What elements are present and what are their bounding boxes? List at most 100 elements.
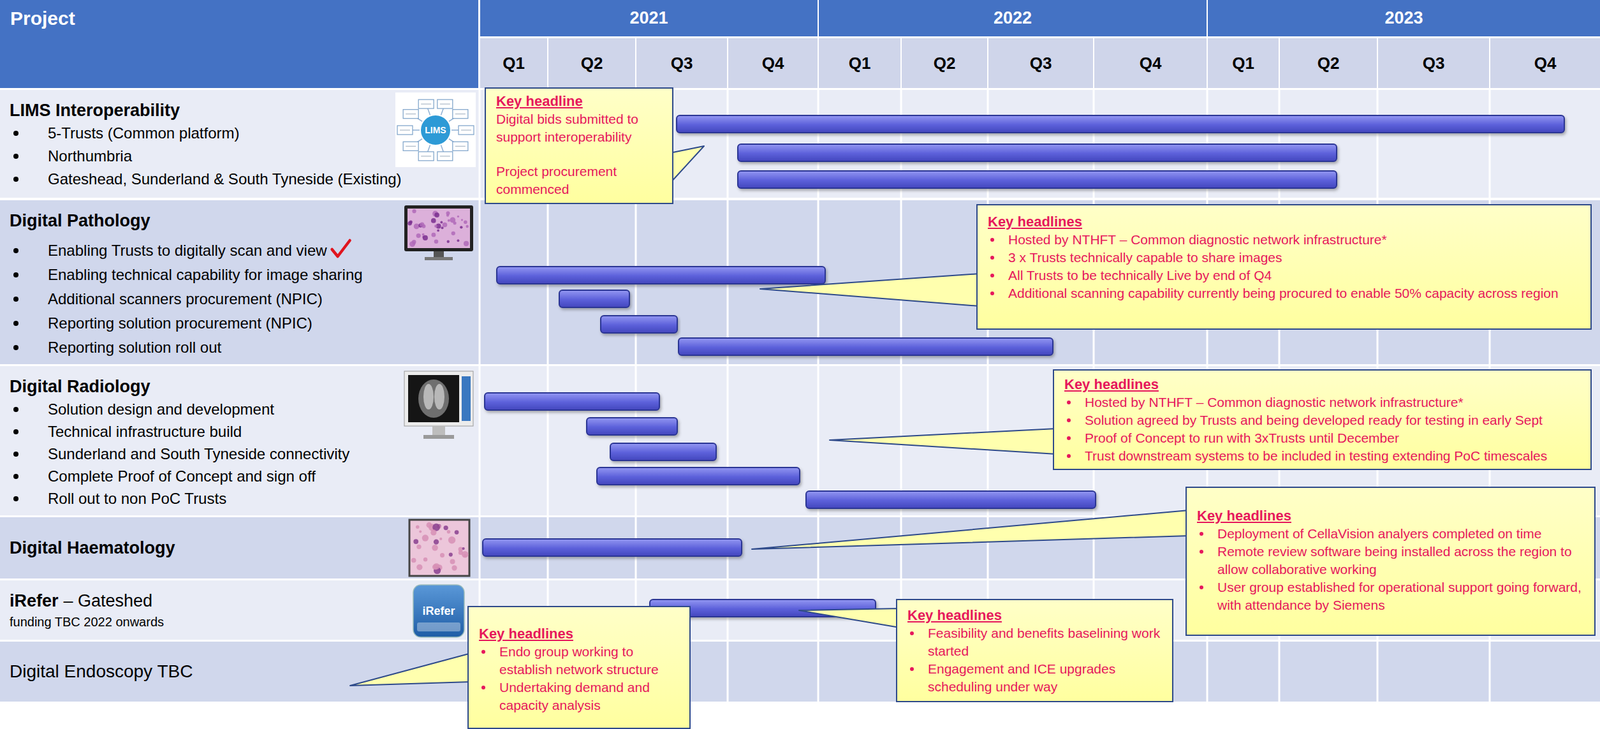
bullet-dot	[13, 130, 19, 136]
callout-heading: Key headlines	[478, 624, 683, 643]
timeline-bar	[737, 144, 1337, 162]
grid-line	[1376, 89, 1379, 702]
callout-item: Additional scanning capability currently…	[1008, 284, 1559, 303]
callout-pointer	[760, 273, 981, 307]
quarter-header: Q1	[818, 38, 901, 89]
callout-heading: Key headline	[496, 92, 666, 111]
headline-callout: Key headlinesHosted by NTHFT – Common di…	[1052, 369, 1592, 470]
callout-heading: Key headlines	[987, 212, 1585, 231]
headline-callout: Key headlinesEndo group working to estab…	[467, 605, 691, 729]
bullet-dot	[13, 451, 19, 457]
quarter-header: Q3	[988, 38, 1094, 89]
row-item: Reporting solution procurement (NPIC)	[47, 314, 313, 333]
callout-item: All Trusts to be technically Live by end…	[1008, 266, 1272, 285]
bullet-dot	[13, 473, 19, 479]
callout-item: 3 x Trusts technically capable to share …	[1008, 248, 1283, 267]
bullet-dot	[1199, 585, 1204, 590]
header-text: 2021	[629, 8, 668, 29]
header-text: Q1	[848, 53, 872, 74]
row-item: Complete Proof of Concept and sign off	[47, 467, 316, 486]
row-item: Enabling Trusts to digitally scan and vi…	[47, 241, 328, 260]
callout-pointer	[751, 510, 1190, 550]
grid-line	[817, 89, 820, 702]
bullet-dot	[990, 255, 995, 260]
header-text: Q2	[580, 53, 604, 74]
row-item: Technical infrastructure build	[47, 422, 242, 441]
header-text: Q2	[1317, 53, 1340, 74]
callout-heading: Key headlines	[907, 606, 1166, 625]
timeline-bar	[649, 599, 876, 617]
quarter-header: Q2	[548, 38, 636, 89]
callout-pointer	[799, 608, 900, 628]
bullet-dot	[13, 320, 19, 326]
icon-label: LIMS	[397, 124, 474, 136]
bullet-dot	[990, 273, 995, 278]
grid-line	[987, 89, 990, 702]
callout-item: Solution agreed by Trusts and being deve…	[1084, 411, 1543, 430]
bullet-dot	[13, 153, 19, 159]
callout-item: Remote review software being installed a…	[1217, 542, 1588, 579]
grid-line	[726, 89, 729, 702]
header-text: Q3	[1422, 53, 1446, 74]
callout-pointer	[829, 428, 1057, 455]
quarter-header: Q4	[728, 38, 818, 89]
timeline-bar	[610, 443, 717, 461]
bullet-dot	[13, 344, 19, 351]
header-text: Q4	[1139, 53, 1162, 74]
timeline-bar	[586, 417, 678, 435]
callout-item: Deployment of CellaVision analyers compl…	[1217, 524, 1542, 543]
bullet-dot	[13, 176, 19, 182]
year-header: 2021	[480, 0, 818, 37]
row-heading: – Gateshed	[63, 589, 154, 613]
timeline-bar	[678, 337, 1053, 356]
bullet-dot	[13, 248, 19, 254]
bullet-dot	[1066, 418, 1071, 423]
grid-line	[1489, 89, 1491, 702]
timeline-bar	[482, 538, 742, 557]
bullet-dot	[13, 272, 19, 278]
bullet-dot	[1199, 549, 1204, 554]
header-text: Q3	[670, 53, 694, 74]
callout-item: Feasibility and benefits baselining work…	[927, 624, 1166, 661]
callout-item: User group established for operational s…	[1217, 578, 1588, 615]
quarter-header: Q1	[1207, 38, 1279, 89]
bullet-dot	[481, 685, 486, 690]
grid-line	[1093, 89, 1095, 702]
header-text: 2022	[993, 8, 1032, 29]
row-item: 5-Trusts (Common platform)	[47, 124, 240, 143]
row-item: Solution design and development	[47, 400, 275, 419]
header-text: Q1	[1232, 53, 1255, 74]
row-item: Roll out to non PoC Trusts	[47, 489, 227, 508]
header-text: Q4	[1534, 53, 1557, 74]
quarter-header: Q4	[1490, 38, 1600, 89]
headline-callout: Key headlineDigital bids submitted to su…	[484, 87, 674, 205]
quarter-header: Q2	[1279, 38, 1377, 89]
year-header: 2023	[1207, 0, 1600, 37]
header-text: Q3	[1029, 53, 1053, 74]
timeline-bar	[484, 392, 660, 411]
row-heading: iRefer	[9, 589, 59, 613]
radiology-monitor-icon	[404, 371, 474, 439]
grid-line	[478, 89, 481, 702]
project-row: LIMS Interoperability5-Trusts (Common pl…	[0, 89, 1600, 198]
quarter-header: Q3	[1378, 38, 1490, 89]
row-item: Sunderland and South Tyneside connectivi…	[47, 445, 350, 463]
row-item: Reporting solution roll out	[47, 338, 222, 357]
header-text: 2023	[1384, 8, 1423, 29]
timeline-bar	[737, 170, 1337, 189]
bullet-dot	[13, 429, 19, 435]
row-item: Gateshead, Sunderland & South Tyneside (…	[47, 170, 402, 189]
quarter-header: Q3	[636, 38, 727, 89]
pathology-monitor-icon	[404, 205, 474, 261]
row-item: Additional scanners procurement (NPIC)	[47, 290, 323, 309]
timeline-bar	[600, 315, 678, 333]
grid-line	[1206, 89, 1209, 702]
bullet-dot	[910, 667, 914, 671]
year-header: 2022	[818, 0, 1207, 37]
grid-line	[547, 89, 550, 702]
bullet-dot	[481, 649, 486, 654]
row-item: Enabling technical capability for image …	[47, 265, 363, 284]
bullet-dot	[1066, 436, 1071, 441]
callout-item: Proof of Concept to run with 3xTrusts un…	[1084, 429, 1400, 448]
